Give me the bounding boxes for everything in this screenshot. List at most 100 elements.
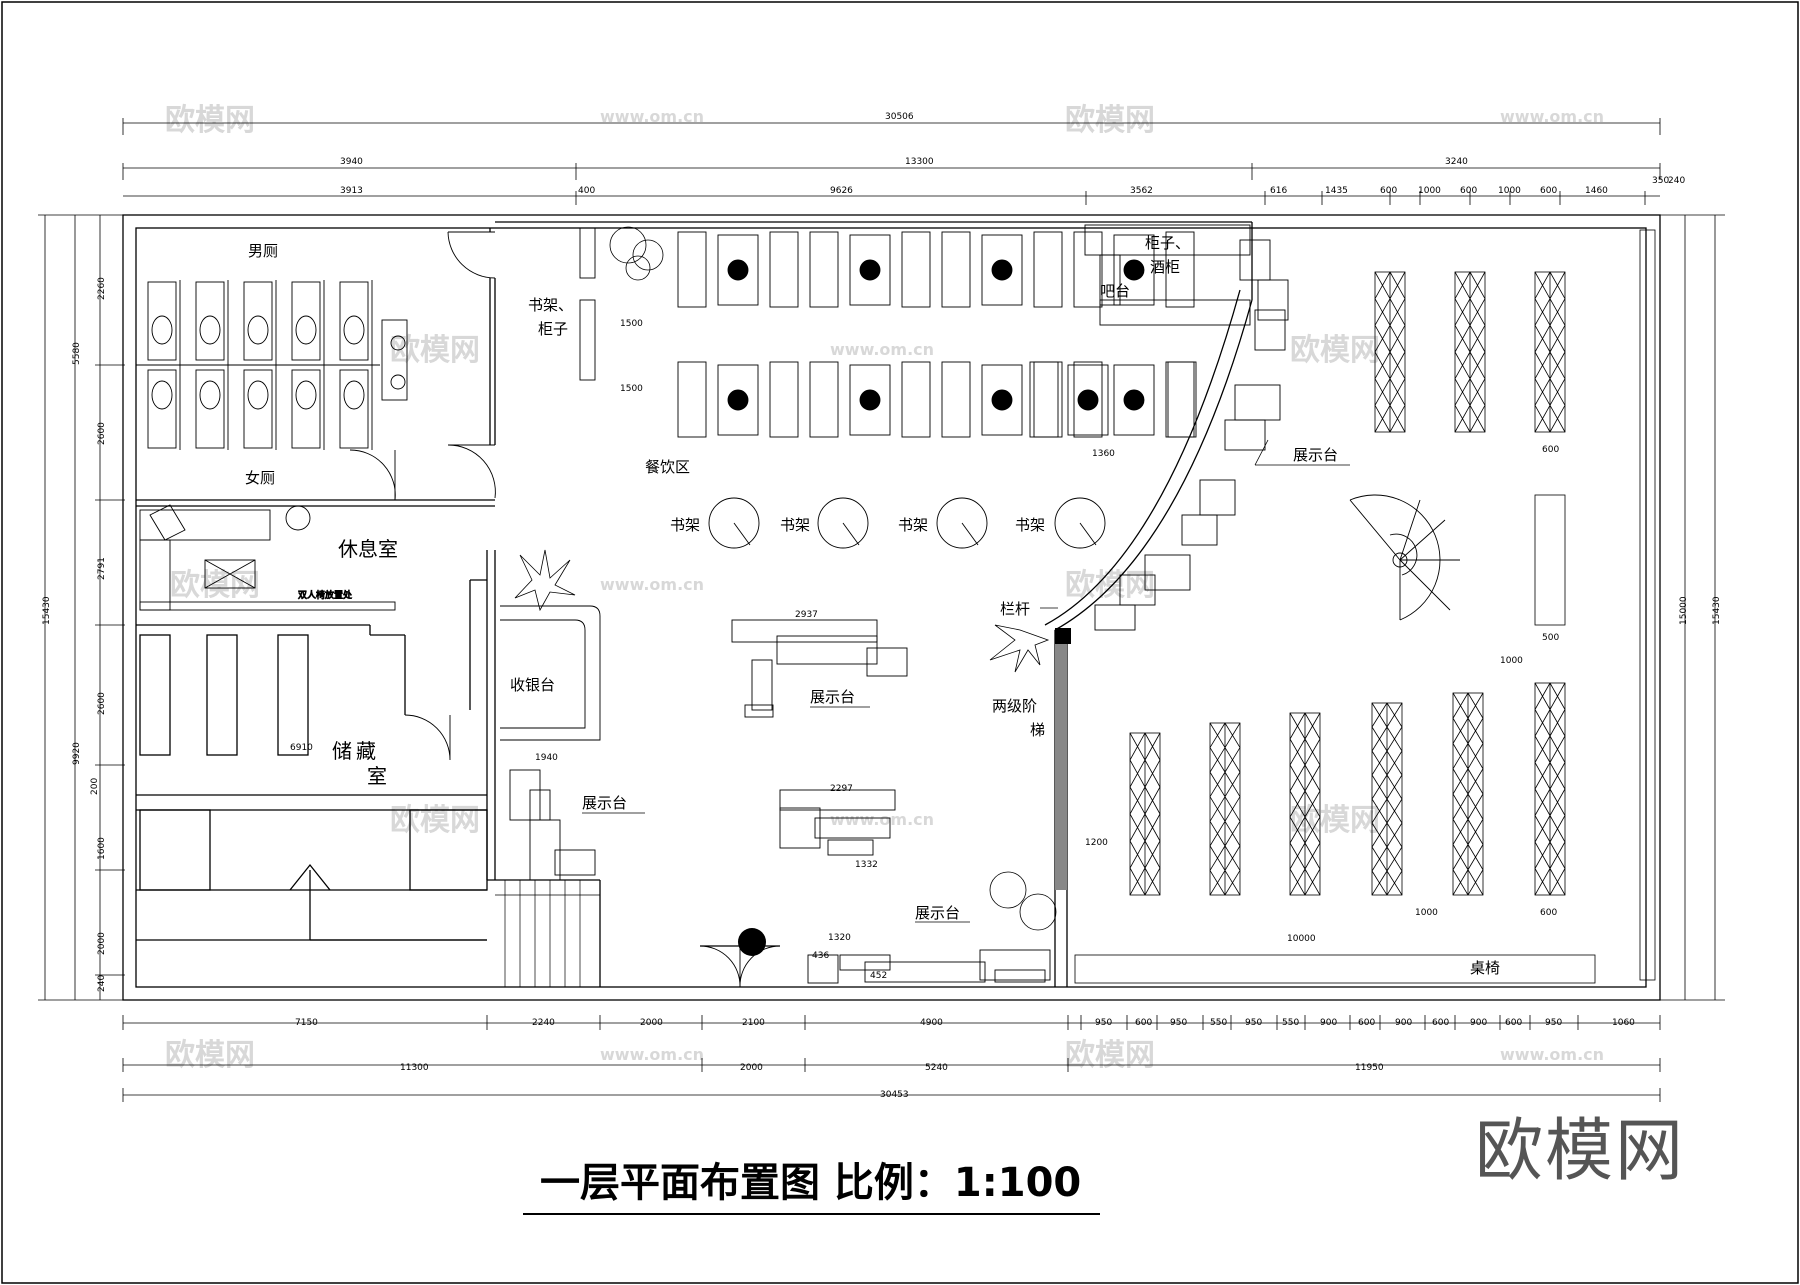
svg-text:950: 950 [1095, 1018, 1112, 1028]
dining-table [1067, 364, 1109, 436]
label-bookshelf-cabinet-1: 书架、 [528, 296, 573, 314]
svg-text:15430: 15430 [1712, 596, 1722, 625]
label-cashier: 收银台 [510, 676, 555, 694]
svg-text:7150: 7150 [295, 1018, 318, 1028]
dining-table [849, 234, 891, 306]
table-decor-icon [727, 259, 749, 281]
stairs [1094, 239, 1289, 631]
dining-table [1113, 234, 1155, 306]
table-decor-icon [991, 259, 1013, 281]
svg-text:2240: 2240 [532, 1018, 555, 1028]
label-display-3: 展示台 [582, 794, 627, 812]
svg-text:欧模网: 欧模网 [165, 103, 255, 138]
shelf-racks [1129, 271, 1566, 896]
shelf-rack [1371, 702, 1403, 896]
dining-tables [677, 231, 1197, 438]
chair-bench [1029, 361, 1059, 438]
sink [390, 335, 406, 351]
svg-text:5580: 5580 [72, 342, 82, 365]
display-stands [509, 619, 1051, 984]
svg-text:2937: 2937 [795, 610, 818, 620]
svg-text:600: 600 [1358, 1018, 1375, 1028]
svg-text:www.om.cn: www.om.cn [600, 107, 704, 126]
shelf-rack [1534, 271, 1566, 433]
spiral-staircase [1349, 494, 1460, 621]
svg-text:1500: 1500 [620, 384, 643, 394]
toilet-stall [195, 281, 225, 361]
shelf-rack [1289, 712, 1321, 896]
toilet-bowl [247, 380, 269, 410]
svg-text:1000: 1000 [1500, 656, 1523, 666]
svg-text:www.om.cn: www.om.cn [830, 810, 934, 829]
toilet-stall [291, 369, 321, 449]
svg-text:9626: 9626 [830, 186, 853, 196]
label-dining: 餐饮区 [645, 458, 690, 476]
svg-text:3940: 3940 [340, 157, 363, 167]
svg-text:950: 950 [1245, 1018, 1262, 1028]
svg-text:9920: 9920 [72, 742, 82, 765]
table-decor-icon [1123, 259, 1145, 281]
toilet-bowl [343, 315, 365, 345]
svg-text:600: 600 [1380, 186, 1397, 196]
toilet-bowl [199, 315, 221, 345]
wall-shelving [1074, 229, 1656, 984]
table-decor-icon [727, 389, 749, 411]
svg-text:欧模网: 欧模网 [390, 803, 480, 838]
svg-text:2000: 2000 [97, 932, 107, 955]
label-mens-toilet: 男厕 [248, 242, 278, 260]
cashier-counter [500, 605, 601, 741]
table-decor-icon [991, 389, 1013, 411]
label-display-4: 展示台 [915, 904, 960, 922]
svg-text:1320: 1320 [828, 933, 851, 943]
dining-table [717, 364, 759, 436]
svg-text:欧模网: 欧模网 [1065, 1038, 1155, 1073]
label-bookshelf-1: 书架 [670, 516, 700, 534]
dining-table [1113, 364, 1155, 436]
railing-wall [1055, 630, 1067, 890]
svg-text:欧模网: 欧模网 [1065, 568, 1155, 603]
svg-text:2600: 2600 [97, 422, 107, 445]
svg-text:11950: 11950 [1355, 1063, 1384, 1073]
table-decor-icon [859, 389, 881, 411]
label-bookshelf-cabinet-2: 柜子 [538, 320, 568, 338]
svg-text:10000: 10000 [1287, 934, 1316, 944]
table-decor-icon [1123, 389, 1145, 411]
label-womens-toilet: 女厕 [245, 469, 275, 487]
sink [390, 374, 406, 390]
label-bookshelf-2: 书架 [780, 516, 810, 534]
svg-text:欧模网: 欧模网 [170, 568, 260, 603]
svg-text:600: 600 [1505, 1018, 1522, 1028]
toilet-bowl [295, 380, 317, 410]
svg-text:1435: 1435 [1325, 186, 1348, 196]
label-bookshelf-4: 书架 [1015, 516, 1045, 534]
shelf-rack [1374, 271, 1406, 433]
svg-text:200: 200 [90, 778, 100, 795]
chair-bench [809, 361, 839, 438]
label-cabinet-2: 酒柜 [1150, 258, 1180, 276]
room-labels: 男厕 女厕 休息室 储 藏 室 餐饮区 收银台 书架、 柜子 柜子、 酒柜 吧台… [245, 234, 1500, 977]
chair-bench [1165, 231, 1195, 308]
label-steps-1: 两级阶 [992, 697, 1037, 715]
svg-text:1460: 1460 [1585, 186, 1608, 196]
svg-text:6910: 6910 [290, 743, 313, 753]
svg-text:1360: 1360 [1092, 449, 1115, 459]
watermarks: 欧模网 www.om.cn 欧模网 www.om.cn 欧模网 www.om.c… [165, 103, 1604, 1073]
svg-text:www.om.cn: www.om.cn [600, 575, 704, 594]
svg-text:550: 550 [1210, 1018, 1227, 1028]
label-lounge: 休息室 [338, 537, 398, 561]
leader-lines [582, 439, 1350, 923]
svg-text:15430: 15430 [42, 596, 52, 625]
svg-text:500: 500 [1542, 633, 1559, 643]
label-railing: 栏杆 [1000, 600, 1030, 618]
walls [122, 214, 1661, 1001]
svg-text:550: 550 [1282, 1018, 1299, 1028]
svg-text:1200: 1200 [1085, 838, 1108, 848]
toilet-stall [339, 369, 369, 449]
svg-text:600: 600 [1540, 186, 1557, 196]
svg-text:452: 452 [870, 971, 887, 981]
round-bookshelves [708, 497, 1106, 549]
svg-text:600: 600 [1460, 186, 1477, 196]
dining-table [981, 364, 1023, 436]
brand-watermark: 欧模网 [1475, 1112, 1686, 1191]
